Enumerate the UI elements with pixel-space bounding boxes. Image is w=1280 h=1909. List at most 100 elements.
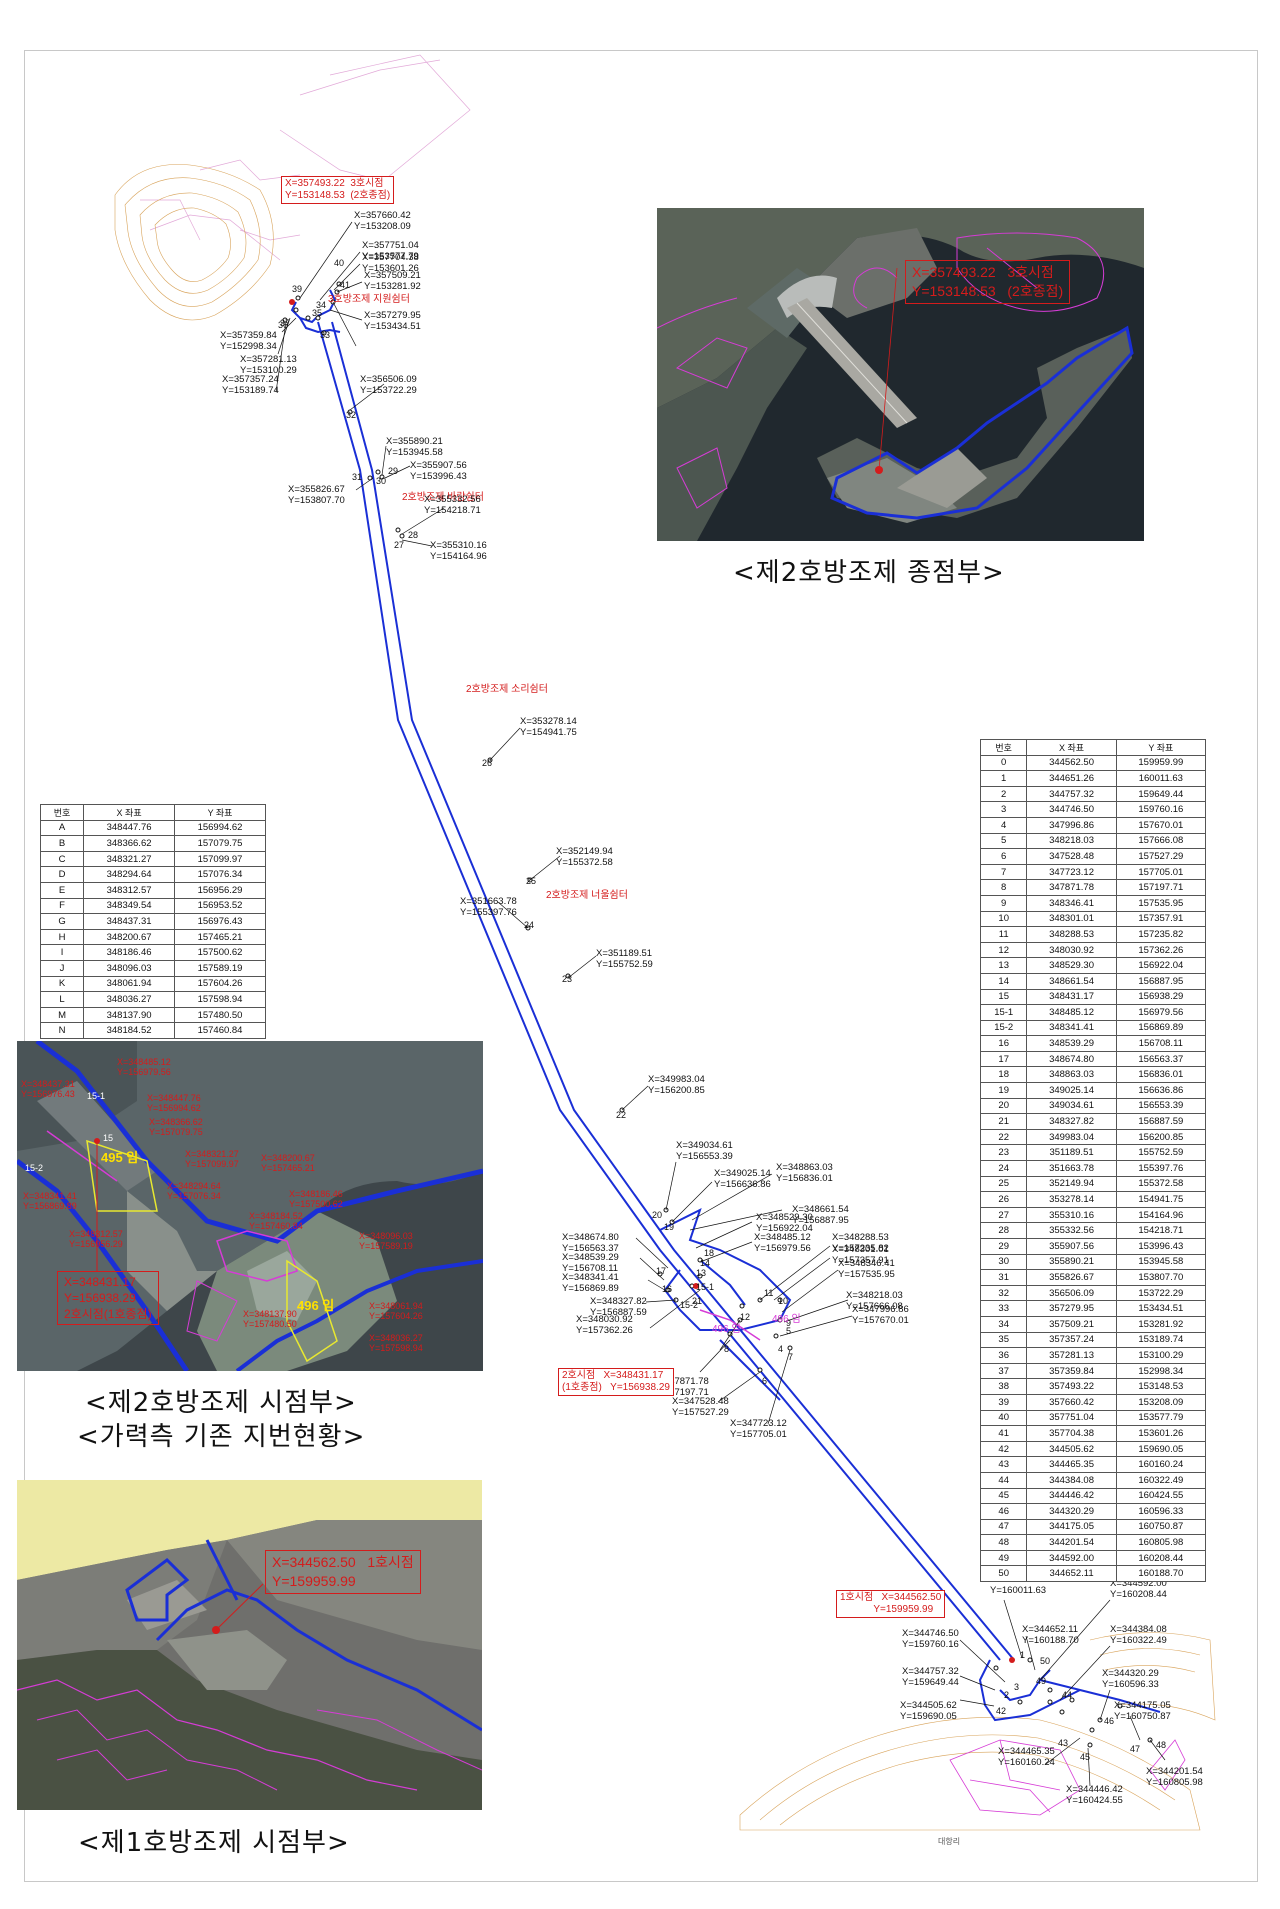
table-cell: B bbox=[39, 835, 85, 852]
table-cell: 347528.48 bbox=[1026, 848, 1117, 865]
table-cell: 37 bbox=[979, 1362, 1028, 1380]
point-x: X=357751.04 bbox=[362, 240, 419, 251]
table-cell: 19 bbox=[979, 1082, 1028, 1099]
point-y: Y=160011.63 bbox=[990, 1585, 1047, 1596]
table-cell: 157480.50 bbox=[174, 1006, 266, 1024]
point-x: X=357357.24 bbox=[222, 374, 279, 385]
point-y: Y=153945.58 bbox=[386, 447, 443, 458]
table-cell: 152998.34 bbox=[1115, 1362, 1207, 1380]
point-number: 29 bbox=[388, 466, 399, 476]
photo-start-2-p15-2: 15-2 bbox=[25, 1163, 44, 1173]
table-header-cell: 번호 bbox=[39, 804, 85, 821]
table-cell: 357359.84 bbox=[1026, 1362, 1117, 1380]
table-cell: 357357.24 bbox=[1026, 1331, 1117, 1349]
table-cell: 2 bbox=[979, 785, 1028, 803]
caption-start-2-sub: <가력측 기존 지번현황> bbox=[77, 1422, 366, 1452]
point-number: 13 bbox=[696, 1268, 707, 1278]
point-x: X=357281.13 bbox=[240, 354, 297, 365]
point-x: X=344201.54 bbox=[1146, 1766, 1203, 1777]
table-cell: 156869.89 bbox=[1115, 1019, 1207, 1037]
table-cell: 348447.76 bbox=[83, 819, 176, 837]
table-cell: 21 bbox=[979, 1113, 1028, 1130]
photo-start-2-image bbox=[17, 1041, 483, 1371]
table-cell: 157604.26 bbox=[174, 975, 266, 993]
table-cell: 18 bbox=[979, 1066, 1028, 1084]
table-cell: 153807.70 bbox=[1115, 1269, 1207, 1286]
point-y: Y=159760.16 bbox=[902, 1639, 959, 1650]
point-y: Y=156563.37 bbox=[562, 1243, 619, 1254]
point-number: 43 bbox=[1058, 1738, 1069, 1748]
table-cell: 40 bbox=[979, 1409, 1028, 1427]
point-number: 25 bbox=[526, 876, 537, 886]
table-cell: 3 bbox=[979, 801, 1028, 818]
table-cell: 153189.74 bbox=[1115, 1331, 1207, 1349]
table-cell: 1 bbox=[979, 770, 1028, 787]
point-x: X=344505.62 bbox=[900, 1700, 957, 1711]
point-markers bbox=[282, 281, 1153, 1748]
photo-end-2-image bbox=[657, 208, 1144, 541]
point-y: Y=153577.79 bbox=[362, 251, 419, 262]
point-x: X=344320.29 bbox=[1102, 1668, 1159, 1679]
point-x: X=357704.38 bbox=[362, 252, 419, 263]
photo-end-2: X=357493.22 3호시점 Y=153148.53 (2호종점) bbox=[657, 208, 1144, 541]
point-number: 32 bbox=[346, 410, 357, 420]
point-y: Y=156200.85 bbox=[648, 1085, 705, 1096]
table-cell: 156922.04 bbox=[1115, 957, 1207, 974]
point-y: Y=160596.33 bbox=[1102, 1679, 1159, 1690]
point-number: 27 bbox=[394, 540, 405, 550]
caption-start-1: <제1호방조제 시점부> bbox=[78, 1828, 350, 1858]
point-x: X=353278.14 bbox=[520, 716, 577, 727]
table-cell: 348863.03 bbox=[1026, 1066, 1117, 1084]
start-markers bbox=[289, 299, 1015, 1663]
table-cell: 156553.39 bbox=[1115, 1097, 1207, 1115]
table-cell: 160805.98 bbox=[1115, 1534, 1207, 1551]
point-x: X=348030.92 bbox=[576, 1314, 633, 1325]
point-x: X=348218.03 bbox=[846, 1290, 903, 1301]
point-number: 48 bbox=[1156, 1740, 1167, 1750]
table-cell: 355826.67 bbox=[1026, 1269, 1117, 1286]
table-cell: 38 bbox=[979, 1378, 1028, 1395]
point-number: 6 bbox=[762, 1376, 768, 1386]
leader-lines bbox=[275, 221, 1166, 1787]
point-y: Y=155752.59 bbox=[596, 959, 653, 970]
table-cell: 24 bbox=[979, 1160, 1028, 1177]
point-number: 50 bbox=[1040, 1656, 1051, 1666]
point-y: Y=157197.71 bbox=[652, 1387, 709, 1398]
table-cell: 348301.01 bbox=[1026, 910, 1117, 928]
table-cell: 357281.13 bbox=[1026, 1347, 1117, 1364]
table-cell: 347996.86 bbox=[1026, 816, 1117, 834]
table-cell: 49 bbox=[979, 1549, 1028, 1567]
point-number: 22 bbox=[616, 1110, 627, 1120]
table-cell: 45 bbox=[979, 1487, 1028, 1505]
table-cell: 10 bbox=[979, 910, 1028, 928]
table-cell: 160160.24 bbox=[1115, 1456, 1207, 1473]
table-cell: 153996.43 bbox=[1115, 1238, 1207, 1255]
table-cell: 348030.92 bbox=[1026, 941, 1117, 959]
table-cell: 156563.37 bbox=[1115, 1050, 1207, 1068]
